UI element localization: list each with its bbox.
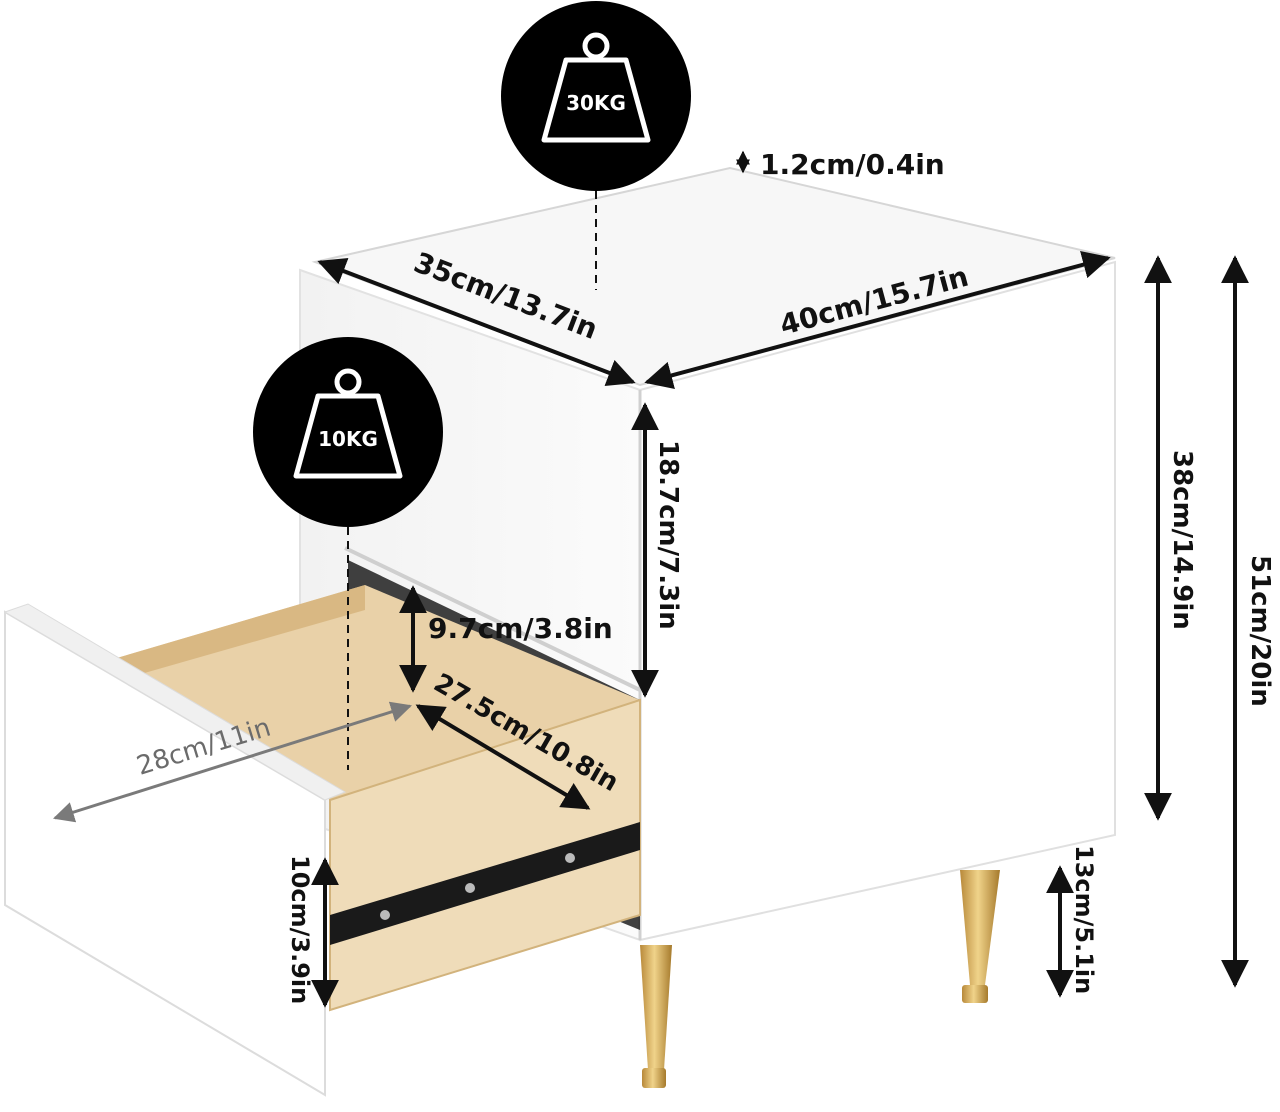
label-top-thickness: 1.2cm/0.4in (760, 148, 945, 181)
drawer-back-wall (110, 585, 365, 680)
open-drawer (3, 585, 641, 1097)
badge-circle (501, 1, 691, 191)
dimension-lines (52, 150, 1249, 1008)
leg-front-foot (962, 985, 988, 1003)
label-drawer-inner-height: 9.7cm/3.8in (428, 612, 613, 645)
drawer-weight-label: 10KG (318, 427, 378, 451)
rail-screw (465, 883, 475, 893)
drawer-slide-rail (330, 822, 640, 945)
label-body-height: 38cm/14.9in (1167, 450, 1197, 630)
dim-line-width (644, 251, 1111, 389)
leg-back (640, 945, 672, 1070)
label-upper-height: 18.7cm/7.3in (653, 440, 683, 630)
weight-icon (541, 32, 651, 143)
label-total-height: 51cm/20in (1245, 555, 1275, 707)
rail-screw (380, 910, 390, 920)
label-drawer-front-height: 10cm/3.9in (286, 855, 314, 1004)
weight-badge-top: 30KG (501, 1, 691, 290)
leg-back-foot (642, 1068, 666, 1088)
top-weight-label: 30KG (566, 91, 626, 115)
gold-legs (640, 870, 1000, 1088)
rail-screw (565, 853, 575, 863)
label-leg-height: 13cm/5.1in (1070, 845, 1098, 994)
drawer-split (344, 546, 641, 692)
dim-line-depth (317, 257, 636, 387)
leg-front (960, 870, 1000, 985)
dim-line-drawer-inner-depth (415, 704, 591, 810)
dim-line-drawer-extension (52, 701, 413, 823)
